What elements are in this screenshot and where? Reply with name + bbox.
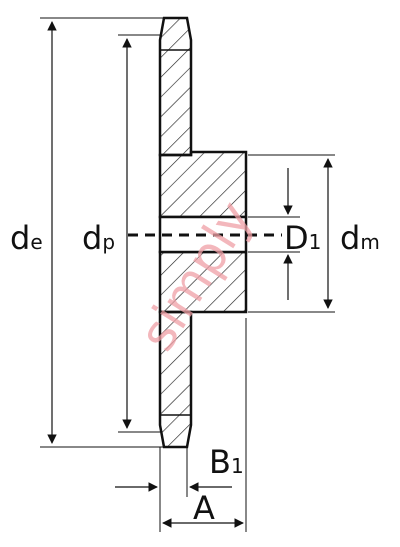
extension-lines bbox=[40, 17, 335, 532]
de-label: de bbox=[10, 222, 43, 254]
A-label-main: A bbox=[193, 489, 215, 527]
dm-label-sub: m bbox=[360, 230, 380, 254]
D1-label: D1 bbox=[284, 222, 321, 254]
B1-label-main: B bbox=[209, 443, 231, 481]
dp-label: dp bbox=[82, 222, 115, 254]
sprocket-plate-upper bbox=[158, 16, 193, 157]
A-label: A bbox=[193, 492, 215, 524]
dp-label-main: d bbox=[82, 219, 103, 257]
B1-label: B1 bbox=[209, 446, 244, 478]
B1-label-sub: 1 bbox=[230, 454, 244, 478]
D1-label-sub: 1 bbox=[308, 230, 322, 254]
de-label-sub: e bbox=[30, 230, 43, 254]
dp-label-sub: p bbox=[102, 230, 116, 254]
de-label-main: d bbox=[10, 219, 31, 257]
dm-label: dm bbox=[340, 222, 380, 254]
dm-label-main: d bbox=[340, 219, 361, 257]
D1-label-main: D bbox=[284, 219, 309, 257]
